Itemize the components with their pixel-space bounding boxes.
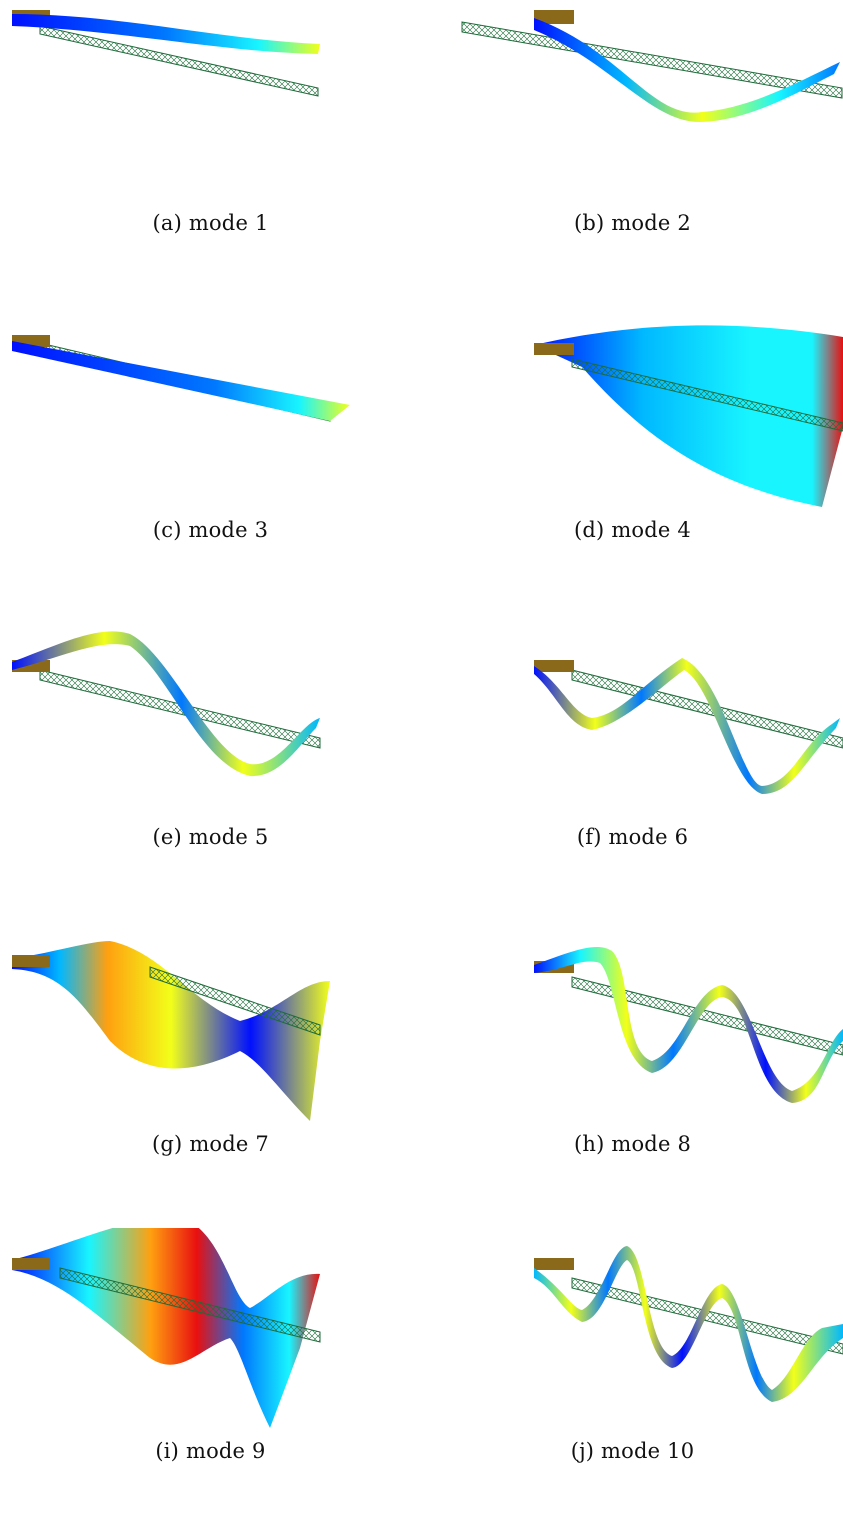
caption: (h) mode 8 bbox=[573, 1132, 692, 1156]
caption: (d) mode 4 bbox=[574, 518, 691, 542]
caption: (j) mode 10 bbox=[570, 1439, 695, 1463]
mode-3-deformed-shape bbox=[12, 335, 350, 422]
panel-mode-5: (e) mode 5 bbox=[0, 614, 421, 921]
caption: (e) mode 5 bbox=[152, 825, 269, 849]
deformed-plate bbox=[12, 14, 320, 54]
caption: (b) mode 2 bbox=[574, 211, 691, 235]
mode-7-deformed-shape bbox=[12, 941, 330, 1121]
mode-9-deformed-shape bbox=[12, 1228, 321, 1428]
mode-6-deformed-shape bbox=[534, 658, 843, 794]
panel-mode-9: (i) mode 9 bbox=[0, 1228, 421, 1535]
caption: (g) mode 7 bbox=[152, 1132, 269, 1156]
mode-1-deformed-shape bbox=[12, 10, 320, 97]
caption: (f) mode 6 bbox=[576, 825, 689, 849]
panel-mode-8: (h) mode 8 bbox=[422, 921, 843, 1228]
mode-10-deformed-shape bbox=[534, 1246, 843, 1402]
panel-mode-2: (b) mode 2 bbox=[422, 0, 843, 307]
mode-4-deformed-shape bbox=[534, 325, 843, 507]
panel-mode-3: (c) mode 3 bbox=[0, 307, 421, 614]
mode-5-deformed-shape bbox=[12, 631, 321, 777]
mode-2-deformed-shape bbox=[461, 10, 843, 123]
mode-8-deformed-shape bbox=[534, 946, 843, 1103]
caption: (c) mode 3 bbox=[152, 518, 269, 542]
undeformed-mesh bbox=[39, 25, 319, 97]
panel-mode-7: (g) mode 7 bbox=[0, 921, 421, 1228]
panel-mode-4: (d) mode 4 bbox=[422, 307, 843, 614]
caption: (i) mode 9 bbox=[155, 1439, 266, 1463]
panel-mode-6: (f) mode 6 bbox=[422, 614, 843, 921]
panel-mode-10: (j) mode 10 bbox=[422, 1228, 843, 1535]
caption: (a) mode 1 bbox=[152, 211, 269, 235]
panel-mode-1: (a) mode 1 bbox=[0, 0, 421, 307]
